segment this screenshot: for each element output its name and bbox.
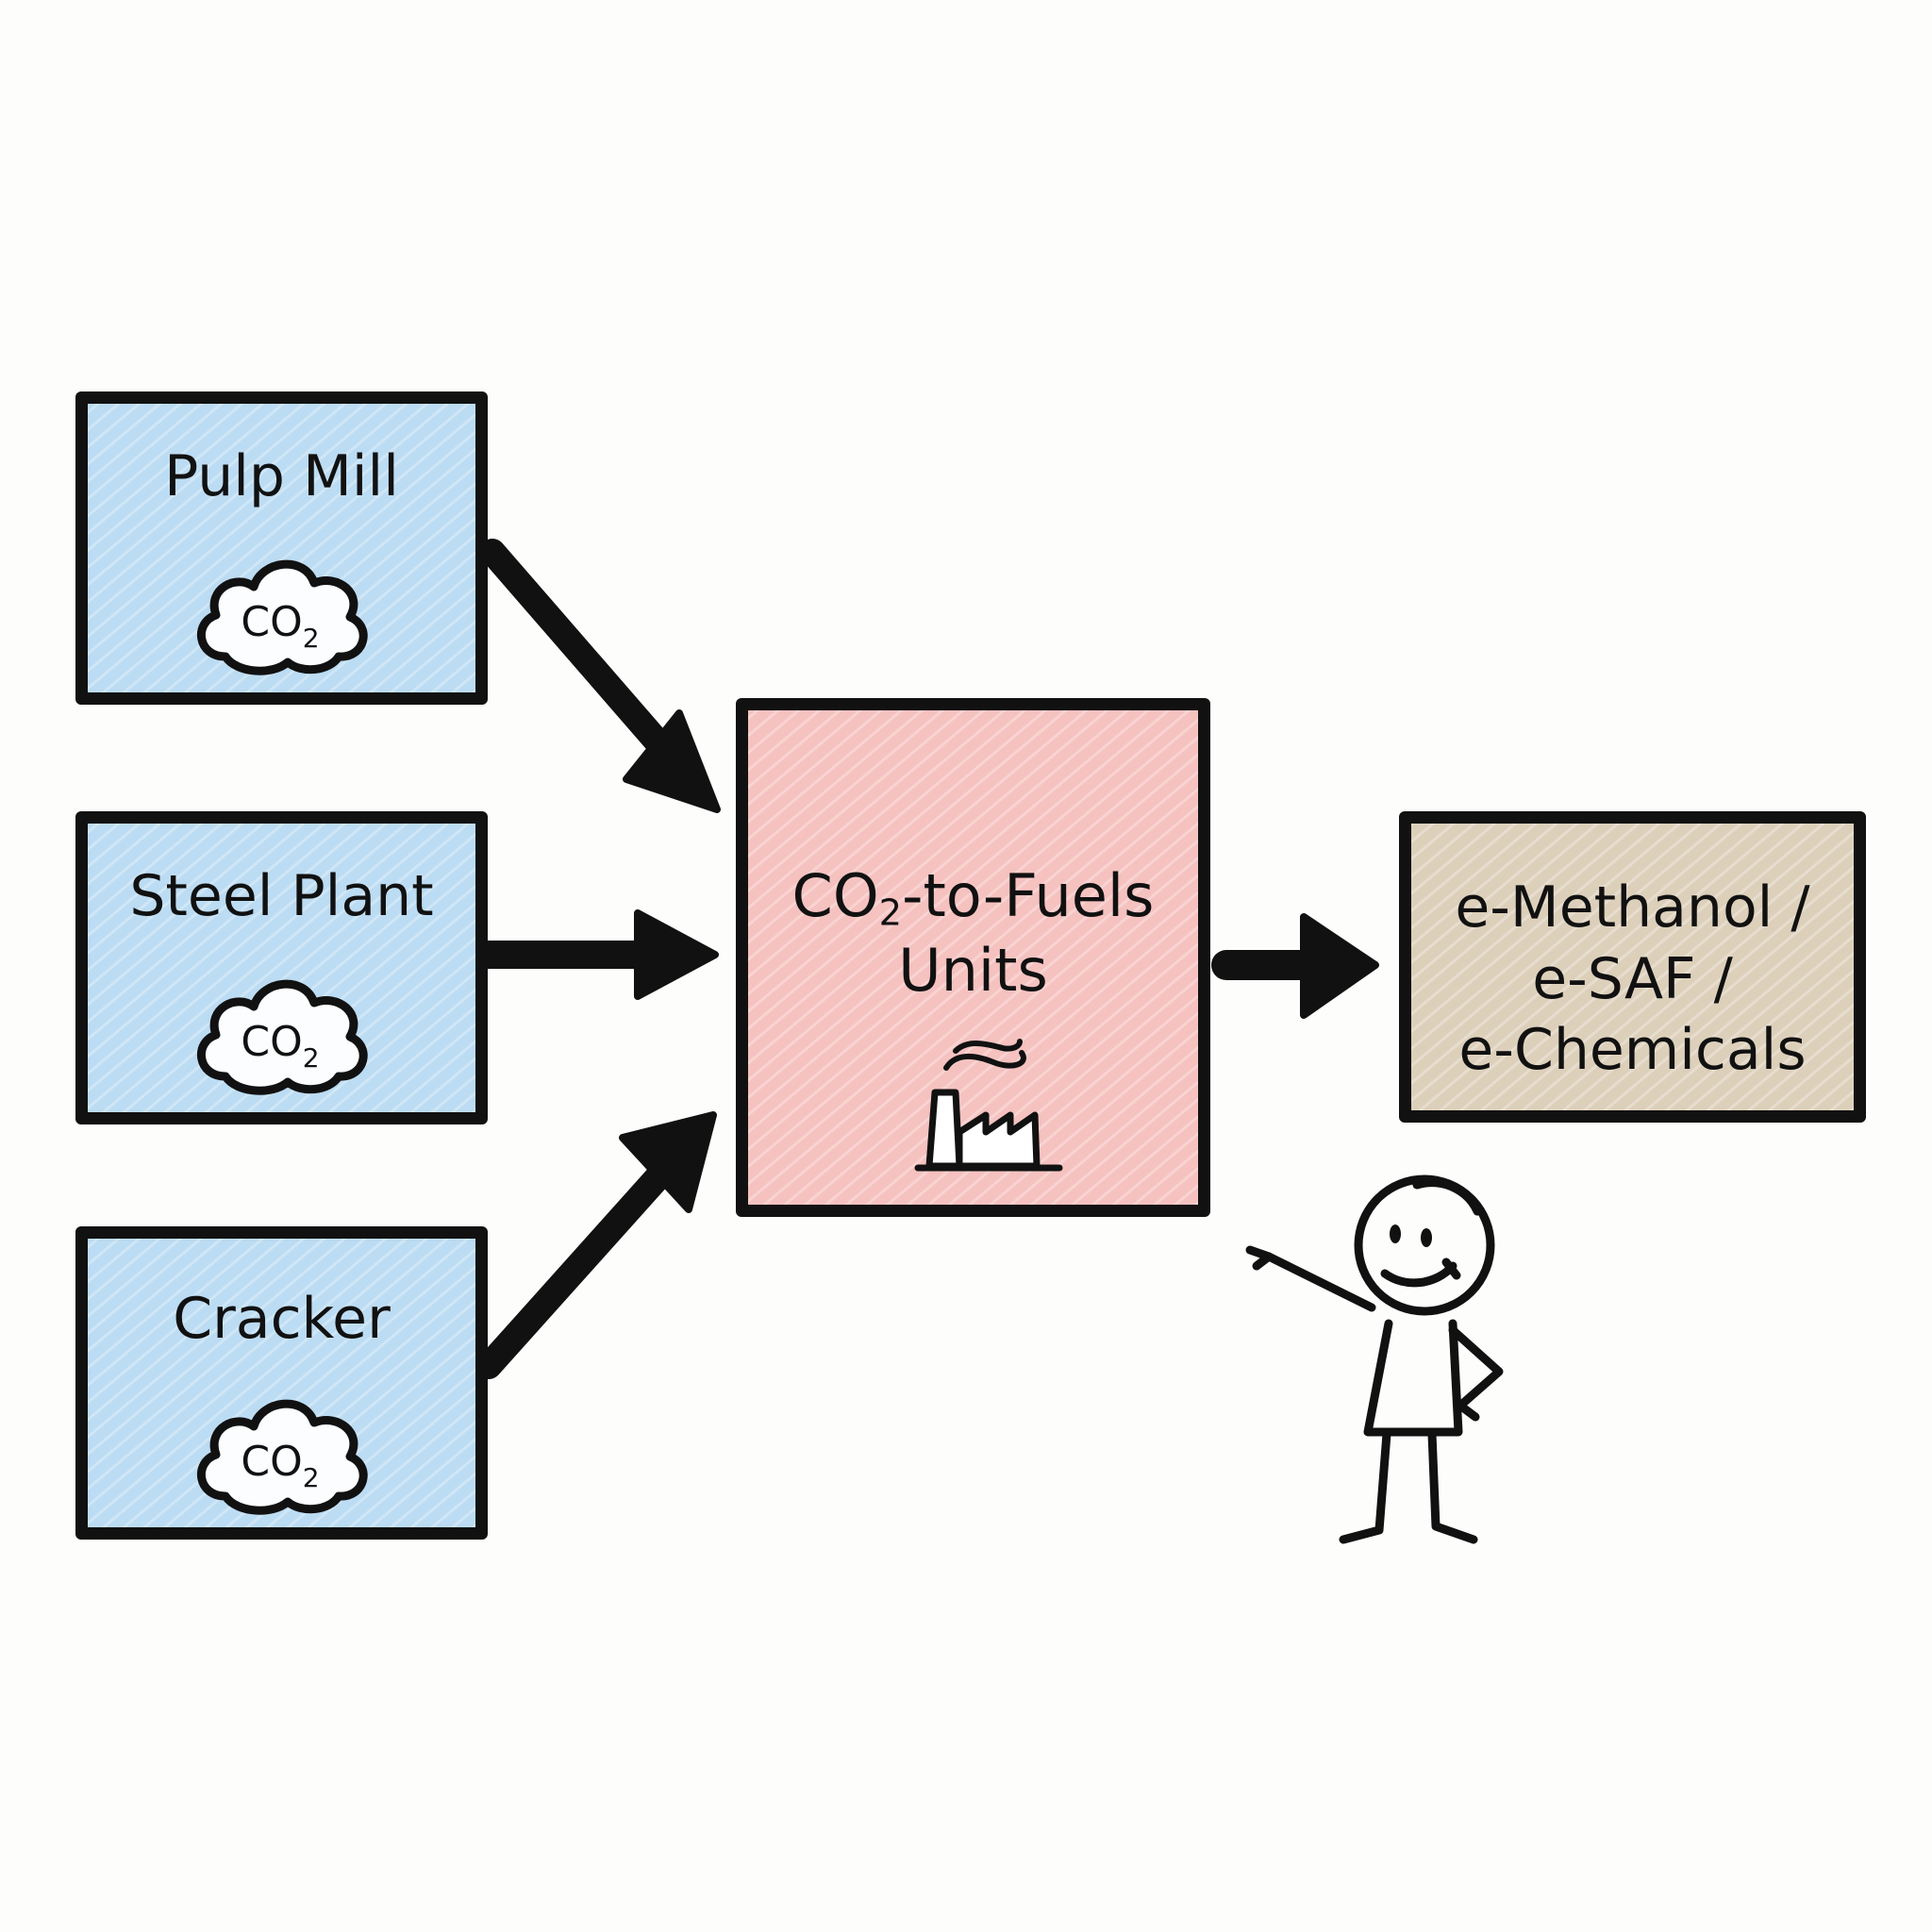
process-label-co: CO <box>791 861 879 930</box>
svg-text:CO2: CO2 <box>241 1438 319 1493</box>
output-box-e-products: e-Methanol / e-SAF / e-Chemicals <box>1399 811 1866 1123</box>
process-label: CO2-to-Fuels Units <box>748 861 1198 1006</box>
output-label: e-Methanol / e-SAF / e-Chemicals <box>1411 873 1854 1087</box>
figure-hand <box>1245 1245 1274 1271</box>
arrow-pulp-to-process <box>479 539 721 813</box>
figure-smile <box>1380 1257 1461 1288</box>
source-box-pulp-mill: Pulp Mill CO2 <box>75 391 488 705</box>
co2-cloud-icon: CO2 <box>188 965 376 1101</box>
figure-pointing-arm <box>1264 1252 1376 1312</box>
output-line-e-saf: e-SAF / <box>1532 945 1733 1012</box>
figure-eye <box>1390 1224 1401 1243</box>
figure-hair <box>1412 1178 1482 1216</box>
figure-eye <box>1421 1228 1432 1247</box>
figure-body <box>1363 1319 1463 1437</box>
process-label-suffix: -to-Fuels <box>902 861 1155 930</box>
arrow-cracker-to-process <box>475 1111 717 1379</box>
source-label: Cracker <box>173 1286 391 1352</box>
figure-right-leg <box>1427 1429 1478 1544</box>
svg-text:CO2: CO2 <box>241 1018 319 1074</box>
output-line-e-chemicals: e-Chemicals <box>1458 1017 1807 1084</box>
arrow-steel-to-process <box>475 909 719 1000</box>
factory-icon <box>908 1026 1069 1181</box>
svg-text:CO2: CO2 <box>241 598 319 654</box>
co2-cloud-icon: CO2 <box>188 545 376 681</box>
process-box-co2-to-fuels: CO2-to-Fuels Units <box>736 698 1210 1217</box>
process-label-subscript: 2 <box>878 891 903 935</box>
figure-hip-arm <box>1448 1325 1504 1422</box>
output-line-e-methanol: e-Methanol / <box>1455 874 1810 941</box>
arrow-process-to-output <box>1211 913 1379 1019</box>
source-label: Pulp Mill <box>164 443 399 509</box>
figure-left-leg <box>1339 1429 1391 1544</box>
source-label: Steel Plant <box>129 863 434 929</box>
co2-cloud-icon: CO2 <box>188 1385 376 1521</box>
source-box-cracker: Cracker CO2 <box>75 1226 488 1540</box>
source-box-steel-plant: Steel Plant CO2 <box>75 811 488 1124</box>
process-label-line2: Units <box>898 935 1048 1005</box>
